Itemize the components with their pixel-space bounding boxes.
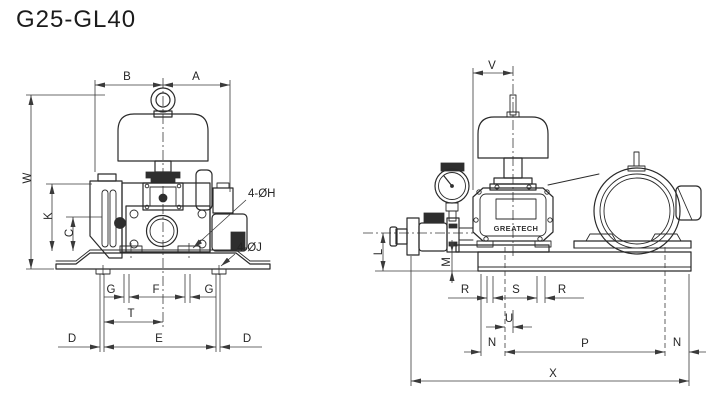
- dim-r-left-label: R: [461, 284, 469, 296]
- dim-w-label: W: [22, 172, 34, 183]
- pressure-gauge: [434, 162, 470, 222]
- pump-port-flange: [125, 205, 211, 253]
- dim-x-label: X: [549, 368, 557, 380]
- dim-v-label: V: [488, 60, 496, 72]
- dim-f-label: F: [152, 284, 159, 296]
- motor: [585, 151, 702, 255]
- dim-n-left-label: N: [488, 337, 496, 349]
- dim-m-label: M: [441, 257, 453, 267]
- dim-g-right-label: G: [205, 284, 214, 296]
- dim-c-label: C: [64, 229, 76, 237]
- front-dimensions: B A W K C: [22, 71, 275, 352]
- dim-b-label: B: [123, 71, 131, 83]
- pulley-cover: [89, 173, 126, 259]
- dim-p-label: P: [581, 338, 589, 350]
- dim-u-label: U: [505, 313, 513, 325]
- dim-a-label: A: [192, 71, 200, 83]
- base-plate-front: [55, 249, 271, 278]
- dim-e-label: E: [155, 333, 163, 345]
- dim-d-left-label: D: [68, 333, 76, 345]
- dim-r-right-label: R: [558, 284, 566, 296]
- pump-body-side: GREATECH: [472, 187, 554, 248]
- drive-housing-front: [195, 169, 248, 252]
- side-view: GREATECH: [363, 60, 706, 386]
- callout-4oh-label: 4-ØH: [248, 188, 275, 200]
- dim-d-right-label: D: [243, 333, 251, 345]
- dim-t-label: T: [127, 308, 134, 320]
- brand-nameplate: GREATECH: [494, 224, 539, 233]
- side-dimensions: V L M R S R: [373, 60, 706, 386]
- dim-n-right-label: N: [673, 337, 681, 349]
- suction-piping: [389, 212, 474, 256]
- air-chamber-front: [117, 113, 209, 162]
- model-title: G25-GL40: [16, 6, 137, 33]
- dim-l-label: L: [373, 248, 385, 255]
- base-side: [375, 240, 692, 272]
- air-chamber-flange-front: [145, 171, 181, 184]
- dim-g-left-label: G: [107, 284, 116, 296]
- callout-4oj-label: 4-ØJ: [237, 242, 262, 254]
- belt-line: [547, 173, 600, 186]
- dim-s-label: S: [512, 284, 520, 296]
- pump-feet-front: [119, 243, 201, 258]
- front-view: B A W K C: [22, 71, 275, 352]
- air-chamber-side: [477, 94, 549, 191]
- dim-k-label: K: [43, 212, 55, 220]
